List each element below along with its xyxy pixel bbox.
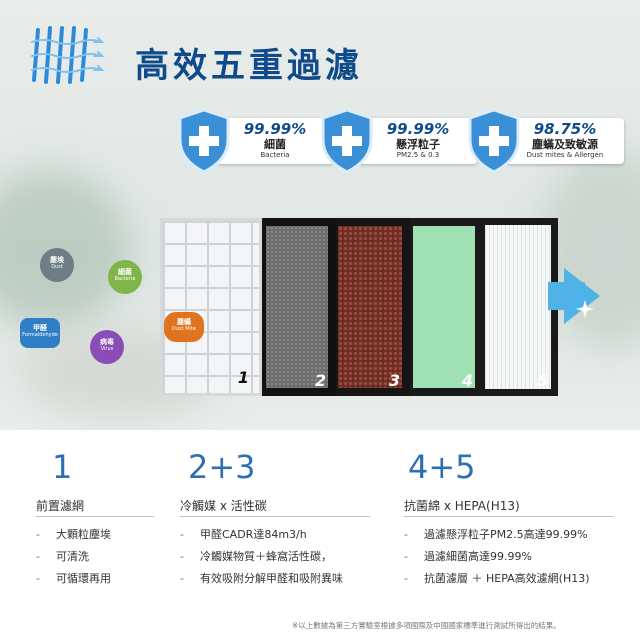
particle-formaldehyde: 甲醛 Formaldehyde [20,318,60,348]
filter-number: 5 [536,371,548,390]
list-item: -過濾懸浮粒子PM2.5高達99.99% [404,528,588,541]
badge-percent: 99.99% [386,120,450,138]
column-2-number: 2+3 [188,448,256,486]
badge-card: 99.99% 懸浮粒子 PM2.5 & 0.3 [359,118,477,164]
list-item: -有效吸附分解甲醛和吸附異味 [180,572,343,585]
bottom-panel [0,430,640,640]
shield-plus-icon [178,108,230,174]
filter-3-carbon: 3 [330,218,410,396]
divider [36,516,154,517]
filter-layers-icon [31,26,105,84]
badge-card: 98.75% 塵蟎及致敏源 Dust mites & Allergen [506,118,624,164]
particle-virus: 病毒 Virus [90,330,124,364]
filter-5-hepa: 5 [478,218,558,396]
column-1-list: -大顆粒塵埃 -可清洗 -可循環再用 [36,524,111,590]
column-3-number: 4+5 [408,448,476,486]
filter-2-cold-catalyst: 2 [258,218,336,396]
column-1-number: 1 [52,448,73,486]
column-3-list: -過濾懸浮粒子PM2.5高達99.99% -過濾細菌高達99.99% -抗菌濾層… [404,524,590,590]
footnote: ※以上數據為第三方實驗室根據多項國際及中國國家標準進行測試所得出的結果。 [292,621,561,630]
badge-allergen: 98.75% 塵蟎及致敏源 Dust mites & Allergen [466,108,624,174]
list-item: -可循環再用 [36,572,111,585]
badge-sublabel: Dust mites & Allergen [526,151,604,159]
arrow-icon-body [548,282,566,310]
list-item: -大顆粒塵埃 [36,528,111,541]
divider [404,516,614,517]
column-2-heading: 冷觸媒 x 活性碳 [180,499,267,513]
filter-number: 3 [388,371,400,390]
list-item: -冷觸媒物質＋蜂窩活性碳， [180,550,332,563]
badge-sublabel: Bacteria [260,151,290,159]
particle-dust-mite: 塵蟎 Dust Mite [164,312,204,342]
list-item: -過濾細菌高達99.99% [404,550,532,563]
filter-number: 4 [461,371,473,390]
badge-particles: 99.99% 懸浮粒子 PM2.5 & 0.3 [319,108,477,174]
badge-card: 99.99% 細菌 Bacteria [216,118,334,164]
badge-label: 細菌 [264,138,286,151]
list-item: -可清洗 [36,550,89,563]
column-1-heading: 前置濾網 [36,499,85,513]
filter-number: 2 [314,371,326,390]
filter-number: 1 [237,368,249,387]
shield-plus-icon [321,108,373,174]
divider [180,516,370,517]
particle-dust: 塵埃 Dust [40,248,74,282]
shield-plus-icon [468,108,520,174]
sparkle-icon [576,300,594,318]
badge-label: 懸浮粒子 [396,138,440,151]
badge-sublabel: PM2.5 & 0.3 [396,151,440,159]
particle-bacteria: 細菌 Bacteria [108,260,142,294]
badge-percent: 99.99% [243,120,307,138]
list-item: -甲醛CADR達84m3/h [180,528,307,541]
filter-4-antibacterial: 4 [405,218,483,396]
list-item: -抗菌濾層 ＋ HEPA高效濾網(H13) [404,572,590,585]
filter-1-pre-filter: 1 [160,218,262,396]
badge-percent: 98.75% [533,120,597,138]
page-title: 高效五重過濾 [135,46,363,86]
column-3-heading: 抗菌綿 x HEPA(H13) [404,499,520,513]
badge-label: 塵蟎及致敏源 [532,138,598,151]
badge-bacteria: 99.99% 細菌 Bacteria [176,108,334,174]
arrow-right-icon [564,268,600,324]
column-2-list: -甲醛CADR達84m3/h -冷觸媒物質＋蜂窩活性碳， -有效吸附分解甲醛和吸… [180,524,343,590]
